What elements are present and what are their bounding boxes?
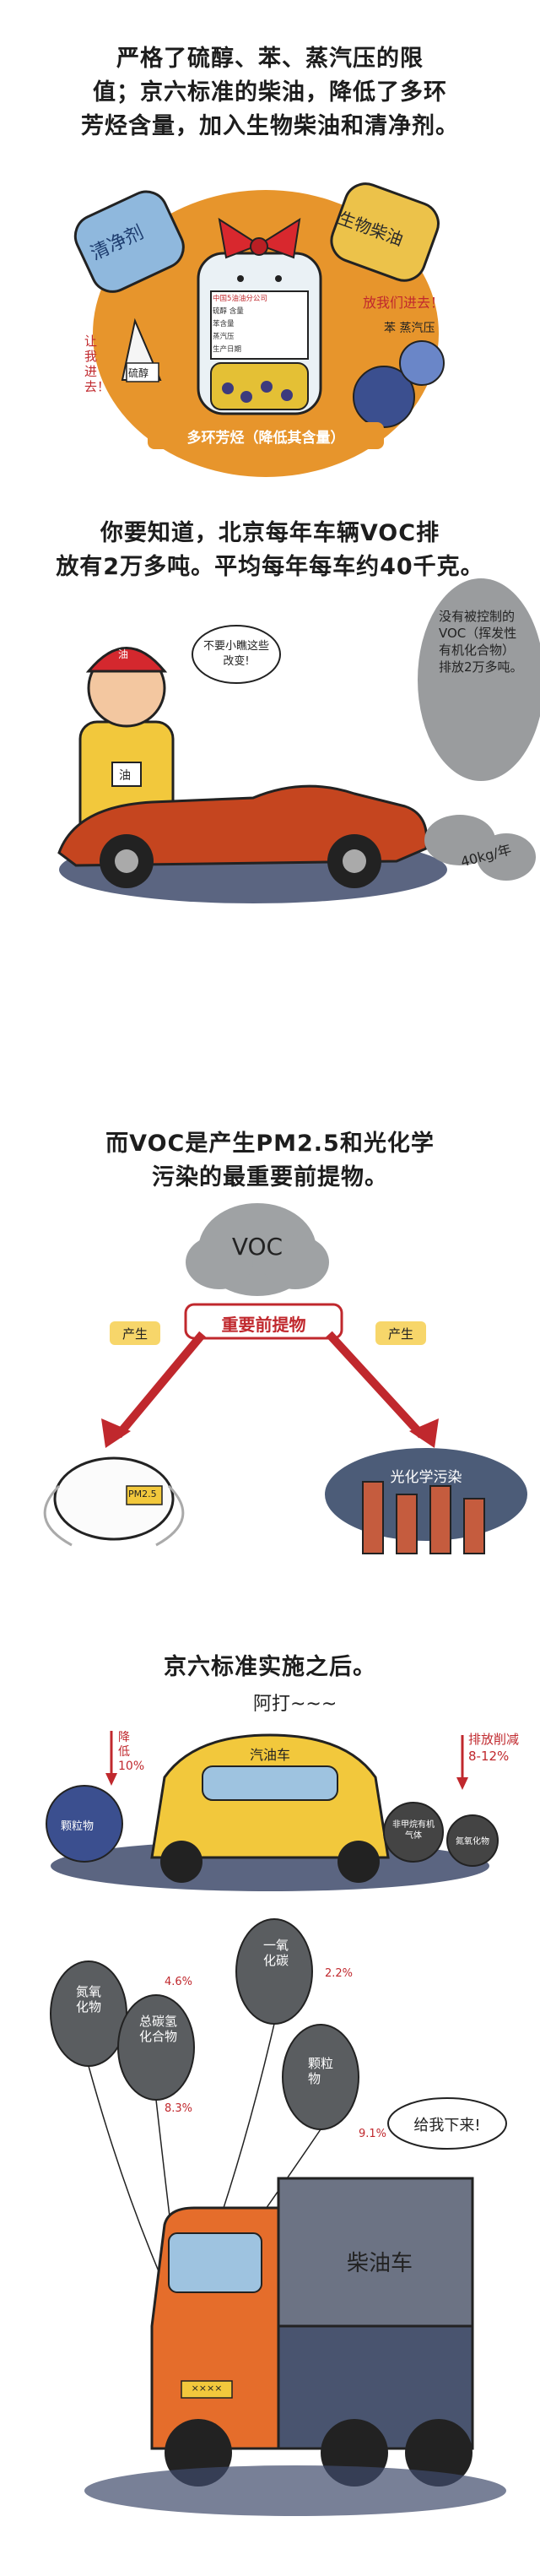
benzene-ball bbox=[353, 366, 415, 428]
panel2-caption: 你要知道，北京每年车辆VOC排 放有2万多吨。平均每年每车约40千克。 bbox=[0, 517, 540, 584]
nmog-ball bbox=[383, 1802, 444, 1863]
balloon-pct: 2.2% bbox=[325, 1967, 354, 1980]
smog-cloud bbox=[325, 1448, 527, 1541]
shout-left: 让我进去！ bbox=[84, 334, 111, 394]
chimney bbox=[396, 1494, 418, 1554]
bubble-text: 不要小瞧这些改变! bbox=[202, 640, 269, 668]
smog-label: 光化学污染 bbox=[390, 1469, 462, 1486]
bottle-label-line: 生产日期 bbox=[213, 345, 242, 354]
biodiesel-jar bbox=[330, 182, 440, 282]
particulate-label: 颗粒物 bbox=[61, 1820, 94, 1833]
panel2-illustration bbox=[57, 578, 540, 903]
nox-ball bbox=[446, 1814, 499, 1867]
panel4-caption: 京六标准实施之后。 bbox=[0, 1651, 540, 1684]
bow-left bbox=[218, 217, 262, 259]
bottle-label-line: 苯含量 bbox=[213, 320, 235, 328]
nmog-label: 非甲烷有机气体 bbox=[392, 1820, 435, 1841]
balloon-pct: 4.6% bbox=[165, 1976, 193, 1988]
car-sign-text: 汽油车 bbox=[249, 1747, 290, 1763]
benzene-tag: 苯 蒸汽压 bbox=[384, 322, 435, 335]
balloon-label: 颗粒物 bbox=[308, 2056, 334, 2086]
voc-label: VOC bbox=[231, 1233, 284, 1261]
exhaust-cloud bbox=[418, 578, 540, 781]
bow-right bbox=[256, 217, 301, 259]
balloon-co bbox=[235, 1918, 313, 2025]
sneeze-text: 阿打~~~ bbox=[253, 1694, 338, 1715]
caption-line: 放有2万多吨。平均每年每车约40千克。 bbox=[56, 554, 484, 580]
panel-voc-precursor: 而VOC是产生PM2.5和光化学 污染的最重要前提物。 VOC 重要前提物 产生… bbox=[0, 1047, 540, 1570]
mask-label: PM2.5 bbox=[128, 1489, 157, 1500]
panel3-caption: 而VOC是产生PM2.5和光化学 污染的最重要前提物。 bbox=[0, 1127, 540, 1195]
right-note: 排放削减8-12% bbox=[468, 1732, 520, 1764]
cloud-text: 没有被控制的VOC（挥发性有机化合物）排放2万多吨。 bbox=[439, 609, 523, 675]
arrow-left bbox=[115, 1331, 206, 1439]
truck-wheel bbox=[405, 2419, 472, 2487]
hat-text: 油 bbox=[118, 648, 129, 660]
panel-voc-emission: 你要知道，北京每年车辆VOC排 放有2万多吨。平均每年每车约40千克。 不要小瞧… bbox=[0, 507, 540, 1047]
shout-text: 给我下来! bbox=[413, 2117, 481, 2134]
shout-right: 放我们进去！ bbox=[363, 295, 445, 311]
balloon-label: 一氧化碳 bbox=[263, 1938, 289, 1968]
produce-right: 产生 bbox=[387, 1326, 413, 1342]
caption-line: 芳烃含量，加入生物柴油和清净剂。 bbox=[81, 113, 459, 139]
badge-text: 油 bbox=[119, 769, 131, 783]
chimney bbox=[362, 1481, 384, 1554]
balloon-thc bbox=[117, 1994, 195, 2101]
panel3-illustration bbox=[43, 1203, 527, 1554]
balloon-pct: 8.3% bbox=[165, 2102, 193, 2115]
truck-label: 柴油车 bbox=[346, 2251, 413, 2276]
chimney bbox=[429, 1485, 451, 1554]
bottle-label-card bbox=[210, 290, 309, 360]
precursor-banner bbox=[184, 1303, 343, 1340]
caption-line: 你要知道，北京每年车辆VOC排 bbox=[100, 520, 440, 546]
caption-line: 京六标准实施之后。 bbox=[164, 1654, 376, 1680]
panel-gasoline-car: 京六标准实施之后。 阿打~~~ 汽油车 降低10% 颗粒物 排放削减8-12% … bbox=[0, 1570, 540, 1908]
nox-label: 氮氧化物 bbox=[456, 1837, 489, 1847]
panel1-caption: 严格了硫醇、苯、蒸汽压的限 值；京六标准的柴油，降低了多环 芳烃含量，加入生物柴… bbox=[0, 42, 540, 144]
attendant-hat bbox=[85, 647, 168, 673]
bottle-label-text: 中国5油油分公司 硫醇 含量 苯含量 蒸汽压 生产日期 bbox=[213, 293, 306, 356]
caption-line: 严格了硫醇、苯、蒸汽压的限 bbox=[116, 46, 424, 72]
panel1-illustration bbox=[73, 182, 445, 477]
left-note: 降低10% bbox=[118, 1731, 145, 1773]
ground-shadow bbox=[84, 2465, 506, 2516]
panel5-illustration bbox=[50, 1918, 507, 2516]
particulate-ball bbox=[46, 1785, 123, 1863]
bottle-label-line: 蒸汽压 bbox=[213, 333, 235, 341]
balloon-label: 总碳氢化合物 bbox=[139, 2014, 178, 2044]
panel4-illustration bbox=[46, 1731, 499, 1891]
pm25-mask bbox=[53, 1456, 175, 1541]
arrow-right bbox=[326, 1331, 425, 1439]
caption-line: 而VOC是产生PM2.5和光化学 bbox=[105, 1131, 435, 1157]
bottle-label-line: 中国5油油分公司 bbox=[213, 295, 267, 303]
truck-cargo bbox=[277, 2177, 474, 2328]
thiol-tag: 硫醇 bbox=[128, 367, 149, 379]
caption-line: 污染的最重要前提物。 bbox=[152, 1164, 388, 1190]
chimney bbox=[463, 1498, 485, 1554]
truck-plate: ×××× bbox=[191, 2383, 223, 2394]
panel-diesel-truck: 氮氧化物 4.6% 总碳氢化合物 8.3% 一氧化碳 2.2% 颗粒物 9.1%… bbox=[0, 1908, 540, 2576]
precursor-label: 重要前提物 bbox=[221, 1315, 306, 1335]
balloon-label: 氮氧化物 bbox=[76, 1984, 102, 2015]
panel-diesel-standard: 严格了硫醇、苯、蒸汽压的限 值；京六标准的柴油，降低了多环 芳烃含量，加入生物柴… bbox=[0, 0, 540, 507]
cleaner-jar bbox=[73, 190, 185, 293]
produce-left: 产生 bbox=[122, 1326, 148, 1342]
speech-bubble bbox=[192, 625, 281, 684]
pah-banner: 多环芳烃（降低其含量） bbox=[186, 430, 345, 447]
banner-bg bbox=[148, 422, 384, 449]
vapor-ball bbox=[399, 340, 445, 386]
bottle-label-line: 硫醇 含量 bbox=[213, 307, 244, 316]
caption-line: 值；京六标准的柴油，降低了多环 bbox=[93, 79, 447, 106]
balloon-pct: 9.1% bbox=[359, 2128, 387, 2140]
speech-bubble bbox=[387, 2097, 507, 2150]
